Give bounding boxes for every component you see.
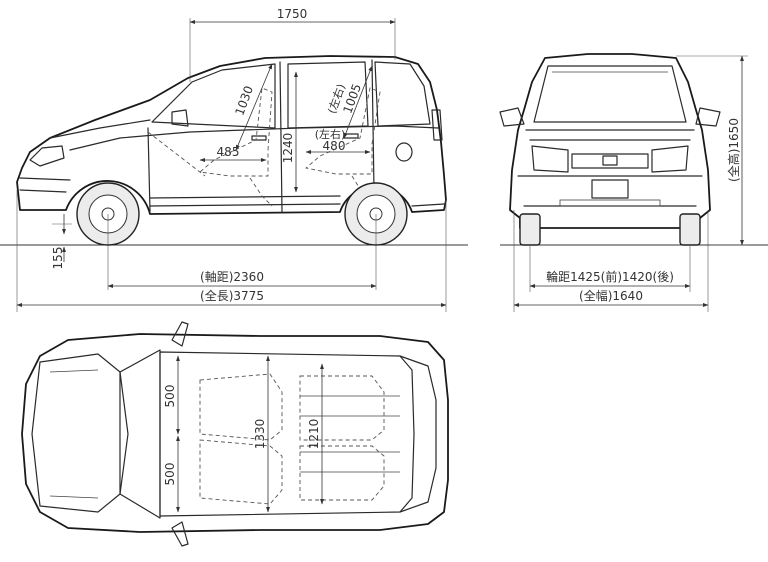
- dim-top-1330: 1330: [253, 419, 267, 450]
- top-roof: [159, 351, 415, 517]
- top-front-seats: [199, 373, 283, 505]
- dim-track: 輪距1425(前)1420(後): [546, 269, 674, 284]
- windshield: [533, 65, 687, 123]
- front-seat: [198, 87, 273, 177]
- front-left-mirror: [499, 107, 525, 127]
- rear-seat: [305, 87, 381, 175]
- front-left-tire: [519, 213, 541, 246]
- dim-480: 480: [323, 139, 346, 153]
- front-right-mirror: [695, 107, 721, 127]
- dim-1240: 1240: [281, 133, 295, 164]
- quarter-window: [374, 61, 431, 127]
- front-grille: [571, 153, 649, 169]
- front-view: (全高)1650 輪距1425(前)1420(後) (全幅)1640: [499, 53, 768, 312]
- side-mirror: [171, 109, 189, 127]
- right-headlamp: [651, 145, 689, 173]
- license-plate: [591, 179, 629, 199]
- dim-1750: 1750: [277, 7, 308, 21]
- top-rear-seats: [299, 375, 385, 501]
- front-body-outline: [509, 53, 711, 229]
- dim-top-500-lower: 500: [163, 463, 177, 486]
- top-left-mirror: [171, 321, 189, 347]
- left-headlamp: [531, 145, 569, 173]
- top-view: 500 500 1330 1210: [21, 321, 449, 547]
- dim-top-500-upper: 500: [163, 385, 177, 408]
- top-right-mirror: [171, 521, 189, 547]
- dim-top-1210: 1210: [307, 419, 321, 450]
- dim-wheelbase: (軸距)2360: [200, 270, 264, 284]
- dim-480-note: (左右): [315, 127, 346, 141]
- front-right-tire: [679, 213, 701, 246]
- top-body-outline: [21, 333, 449, 533]
- dim-485: 485: [217, 145, 240, 159]
- dim-overall-length: (全長)3775: [200, 288, 264, 303]
- dim-overall-height: (全高)1650: [726, 118, 741, 182]
- side-view: 1750 1030 (左右) 1005 485 (左右) 480 1240 15…: [0, 7, 468, 312]
- dim-overall-width: (全幅)1640: [579, 288, 643, 303]
- dim-1030: 1030: [232, 84, 256, 117]
- top-hood: [31, 353, 129, 513]
- front-side-window: [151, 63, 276, 129]
- top-windshield: [119, 349, 161, 519]
- dim-155: 155: [51, 247, 65, 270]
